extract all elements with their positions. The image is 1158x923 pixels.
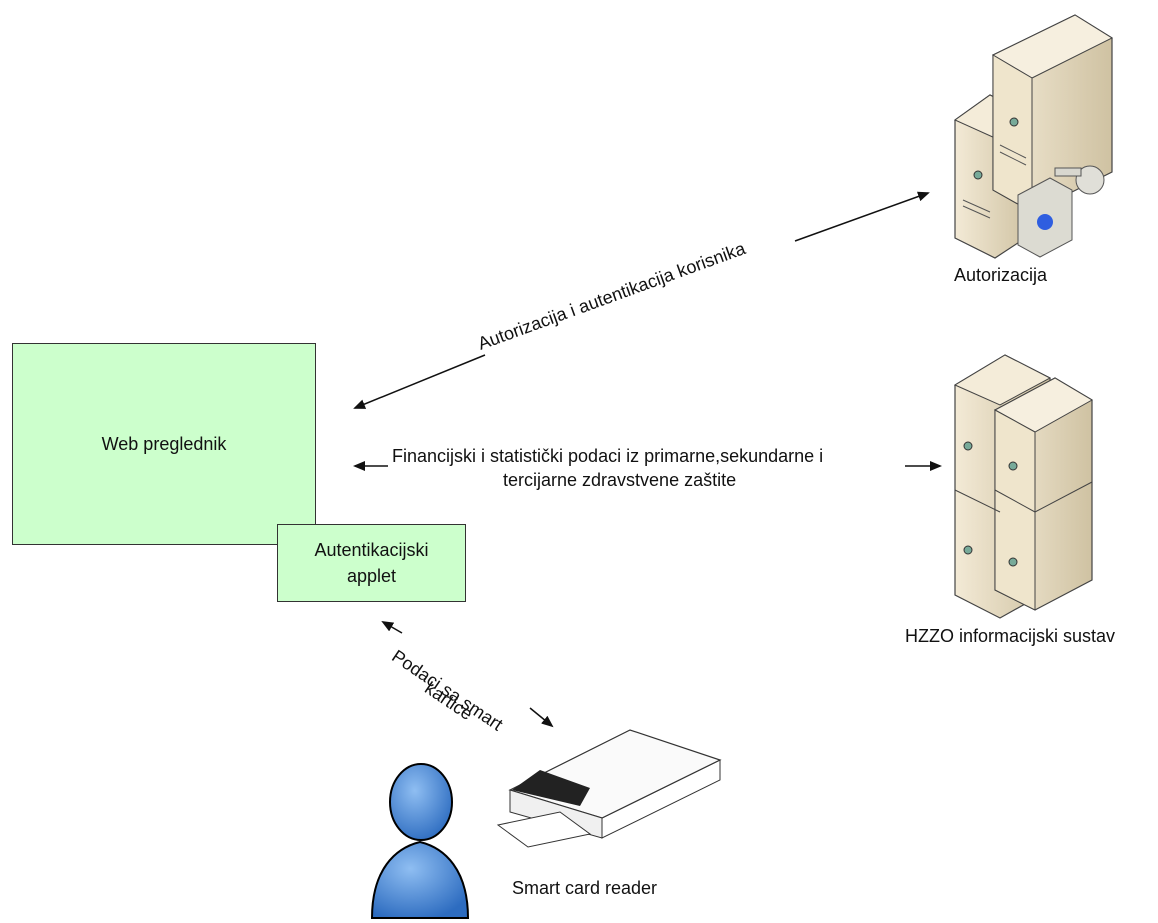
data-connector-label-line2: tercijarne zdravstvene zaštite [503,470,737,490]
auth-applet-node: Autentikacijski applet [277,524,466,602]
data-connector-label-line1: Financijski i statistički podaci iz prim… [392,446,824,466]
auth-applet-label-line2: applet [346,566,397,586]
web-browser-label: Web preglednik [101,434,227,454]
web-browser-node: Web preglednik [12,343,316,545]
auth-server-label: Autorizacija [954,265,1048,285]
card-reader-label: Smart card reader [512,878,658,898]
hzzo-server-icon [953,354,1093,619]
hzzo-system-label: HZZO informacijski sustav [905,626,1116,646]
auth-server-icon [954,14,1114,259]
auth-connector [353,191,930,409]
user-icon [370,763,470,919]
auth-applet-label-line1: Autentikacijski [314,540,429,560]
card-connector [381,620,554,728]
card-reader-icon [496,729,722,848]
